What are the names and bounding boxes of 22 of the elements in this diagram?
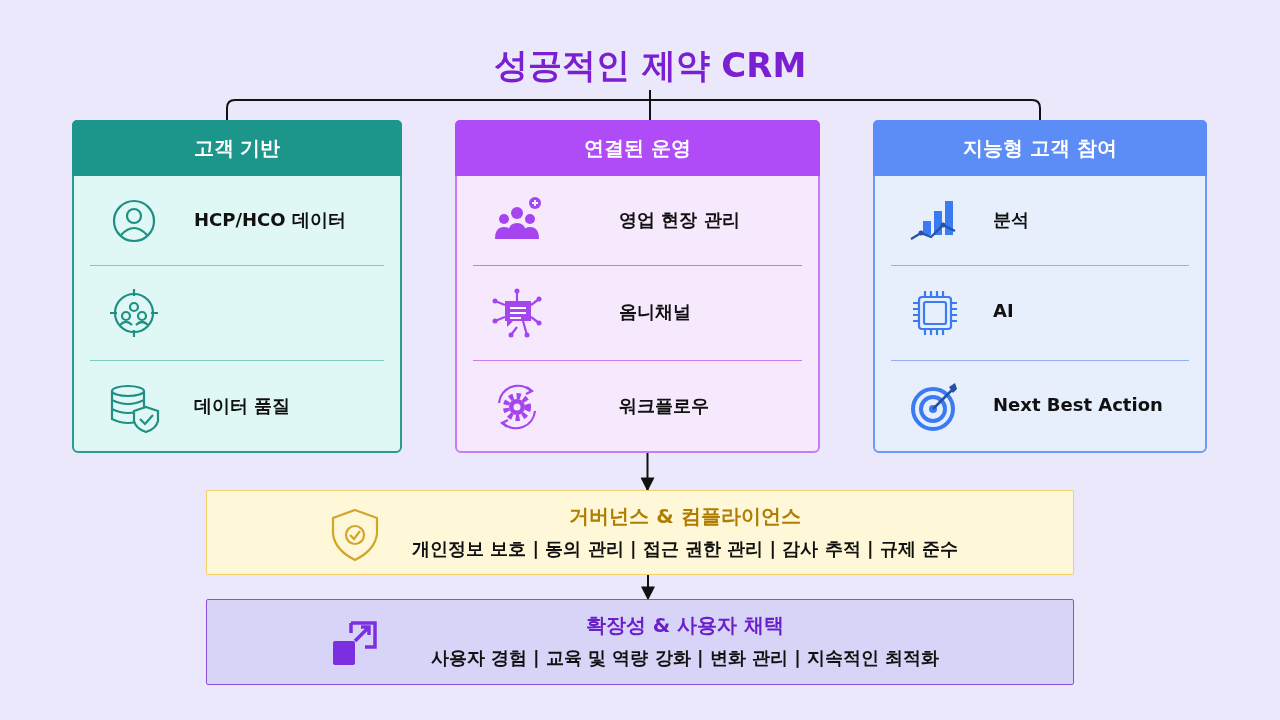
header-band: 연결된 운영 [455, 120, 820, 176]
item-label: HCP/HCO 데이터 [194, 208, 346, 232]
item-label: 영업 현장 관리 [619, 208, 740, 232]
column-card [72, 120, 402, 453]
item-label: 데이터 품질 [194, 394, 291, 418]
banner-box [206, 490, 1074, 575]
item-label: 워크플로우 [619, 394, 709, 418]
banner-text: 개인정보 보호 | 동의 관리 | 접근 권한 관리 | 감사 추적 | 규제 준수 [411, 537, 959, 561]
item-label: AI [993, 300, 1014, 321]
header-band: 지능형 고객 참여 [873, 120, 1207, 176]
header-band: 고객 기반 [72, 120, 402, 176]
banner-heading: 확장성 & 사용자 채택 [584, 612, 786, 639]
item-label: 옴니채널 [619, 300, 691, 324]
banner-box [206, 599, 1074, 685]
banner-text: 사용자 경험 | 교육 및 역량 강화 | 변화 관리 | 지속적인 최적화 [429, 646, 941, 670]
column-card [455, 120, 820, 453]
item-label: Next Best Action [993, 394, 1163, 415]
column-card [873, 120, 1207, 453]
item-label: 분석 [993, 208, 1029, 232]
arrow [640, 452, 655, 492]
banner-heading: 거버넌스 & 컴플라이언스 [568, 503, 802, 530]
arrow [641, 574, 655, 601]
